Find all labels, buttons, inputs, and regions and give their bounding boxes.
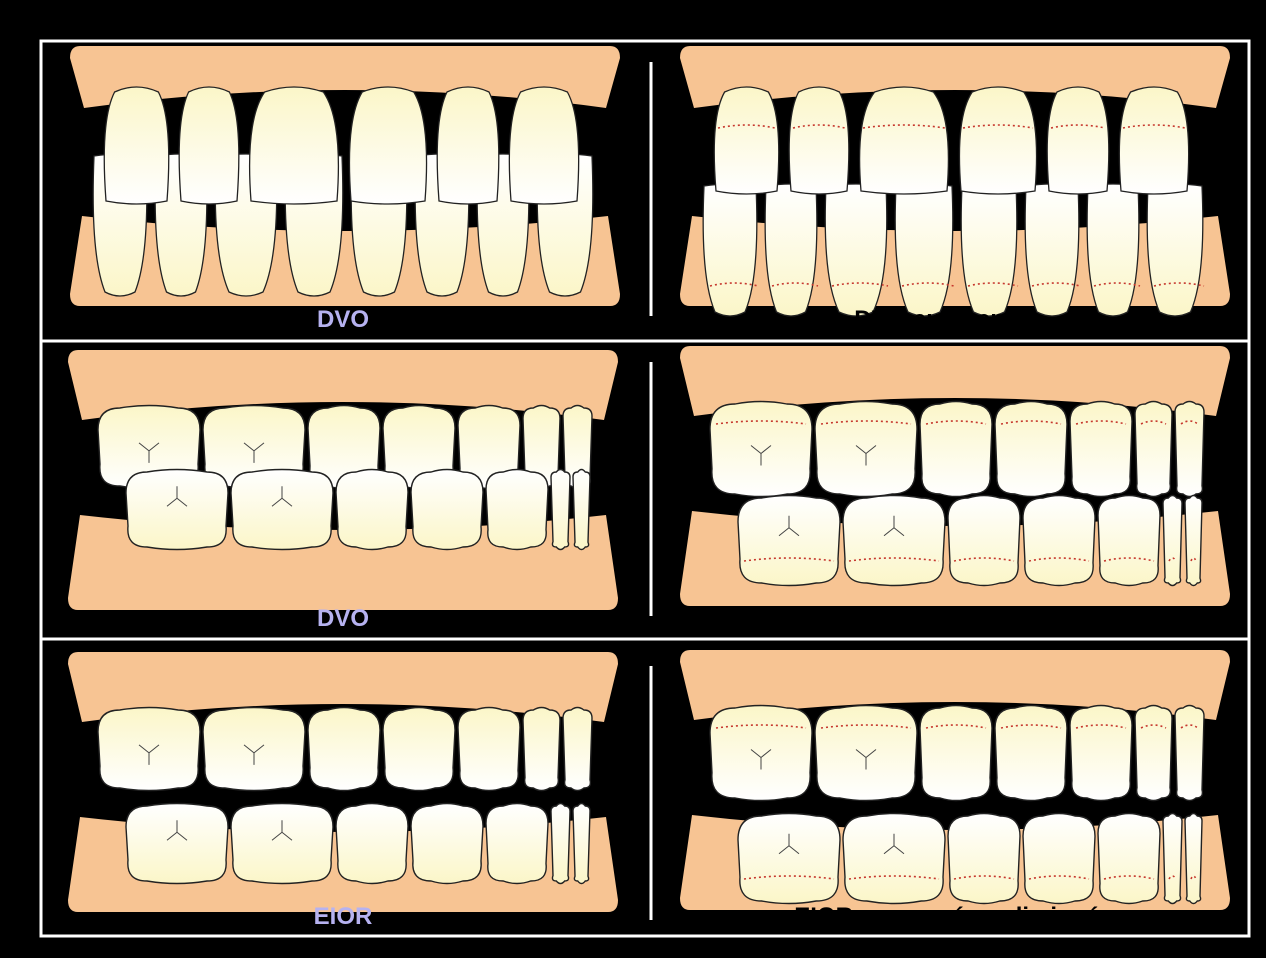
upper-molar [98,708,200,791]
upper-tooth [1047,87,1109,194]
caption-row2-right: DVO augmentée [854,605,1039,633]
lower-tooth [765,184,817,316]
lower-tooth [1147,184,1203,316]
lower-tooth [1087,184,1139,316]
upper-tooth [179,87,239,204]
upper-tooth [250,87,339,204]
lower-molar [948,814,1020,904]
lower-tooth [703,184,757,316]
lower-molar [1163,814,1182,904]
upper-molar [1070,706,1132,801]
upper-molar [1135,402,1172,497]
lower-molar [231,470,333,550]
upper-molar [815,706,917,801]
upper-molar [995,402,1067,497]
lower-molar [336,470,408,550]
lower-molar [1098,496,1160,586]
panel-row2-left [68,350,618,610]
lower-molar [1023,496,1095,586]
upper-tooth [714,87,778,194]
lower-tooth [961,184,1017,316]
lower-tooth [895,184,953,316]
lower-molar [231,804,333,884]
lower-molar [843,814,945,904]
upper-molar [920,706,992,801]
upper-molar [1135,706,1172,801]
upper-molar [383,708,455,791]
lower-molar [738,814,840,904]
upper-tooth [789,87,849,194]
lower-molar [551,804,570,884]
upper-tooth [437,87,499,204]
lower-tooth [825,184,887,316]
lower-molar [1163,496,1182,586]
lower-molar [411,470,483,550]
lower-molar [486,804,548,884]
panel-row3-right [680,650,1230,910]
caption-row2-left: DVO [317,605,369,633]
lower-molar [551,470,570,550]
lower-molar [126,470,228,550]
lower-molar [843,496,945,586]
panel-row3-left [68,652,618,912]
lower-molar [1023,814,1095,904]
panel-row1-right [680,46,1230,316]
lower-molar [948,496,1020,586]
panel-row1-left [70,46,620,306]
lower-molar [486,470,548,550]
upper-molar [523,708,560,791]
caption-row3-left: EIOR [314,903,373,931]
lower-gum [70,216,620,306]
upper-tooth [104,87,168,204]
lower-molar [1098,814,1160,904]
lower-molar [1185,496,1202,586]
lower-molar [573,804,590,884]
upper-tooth [349,87,426,204]
caption-row1-left: DVO [317,306,369,334]
upper-molar [710,402,812,497]
upper-molar [203,708,305,791]
upper-tooth [509,87,578,204]
panel-row2-right [680,346,1230,606]
upper-molar [995,706,1067,801]
lower-molar [411,804,483,884]
upper-molar [710,706,812,801]
upper-molar [458,708,520,791]
upper-molar [1070,402,1132,497]
lower-molar [573,470,590,550]
lower-molar [738,496,840,586]
lower-molar [1185,814,1202,904]
upper-molar [920,402,992,497]
caption-row1-right: DVO augmentée [854,306,1039,334]
upper-molar [815,402,917,497]
caption-row3-right: EIOR conservé ou diminué [794,903,1099,931]
upper-molar [1175,706,1204,801]
lower-tooth [1025,184,1079,316]
upper-tooth [959,87,1036,194]
upper-tooth [1119,87,1188,194]
upper-molar [1175,402,1204,497]
lower-molar [336,804,408,884]
upper-molar [308,708,380,791]
upper-molar [563,708,592,791]
lower-molar [126,804,228,884]
upper-tooth [860,87,949,194]
